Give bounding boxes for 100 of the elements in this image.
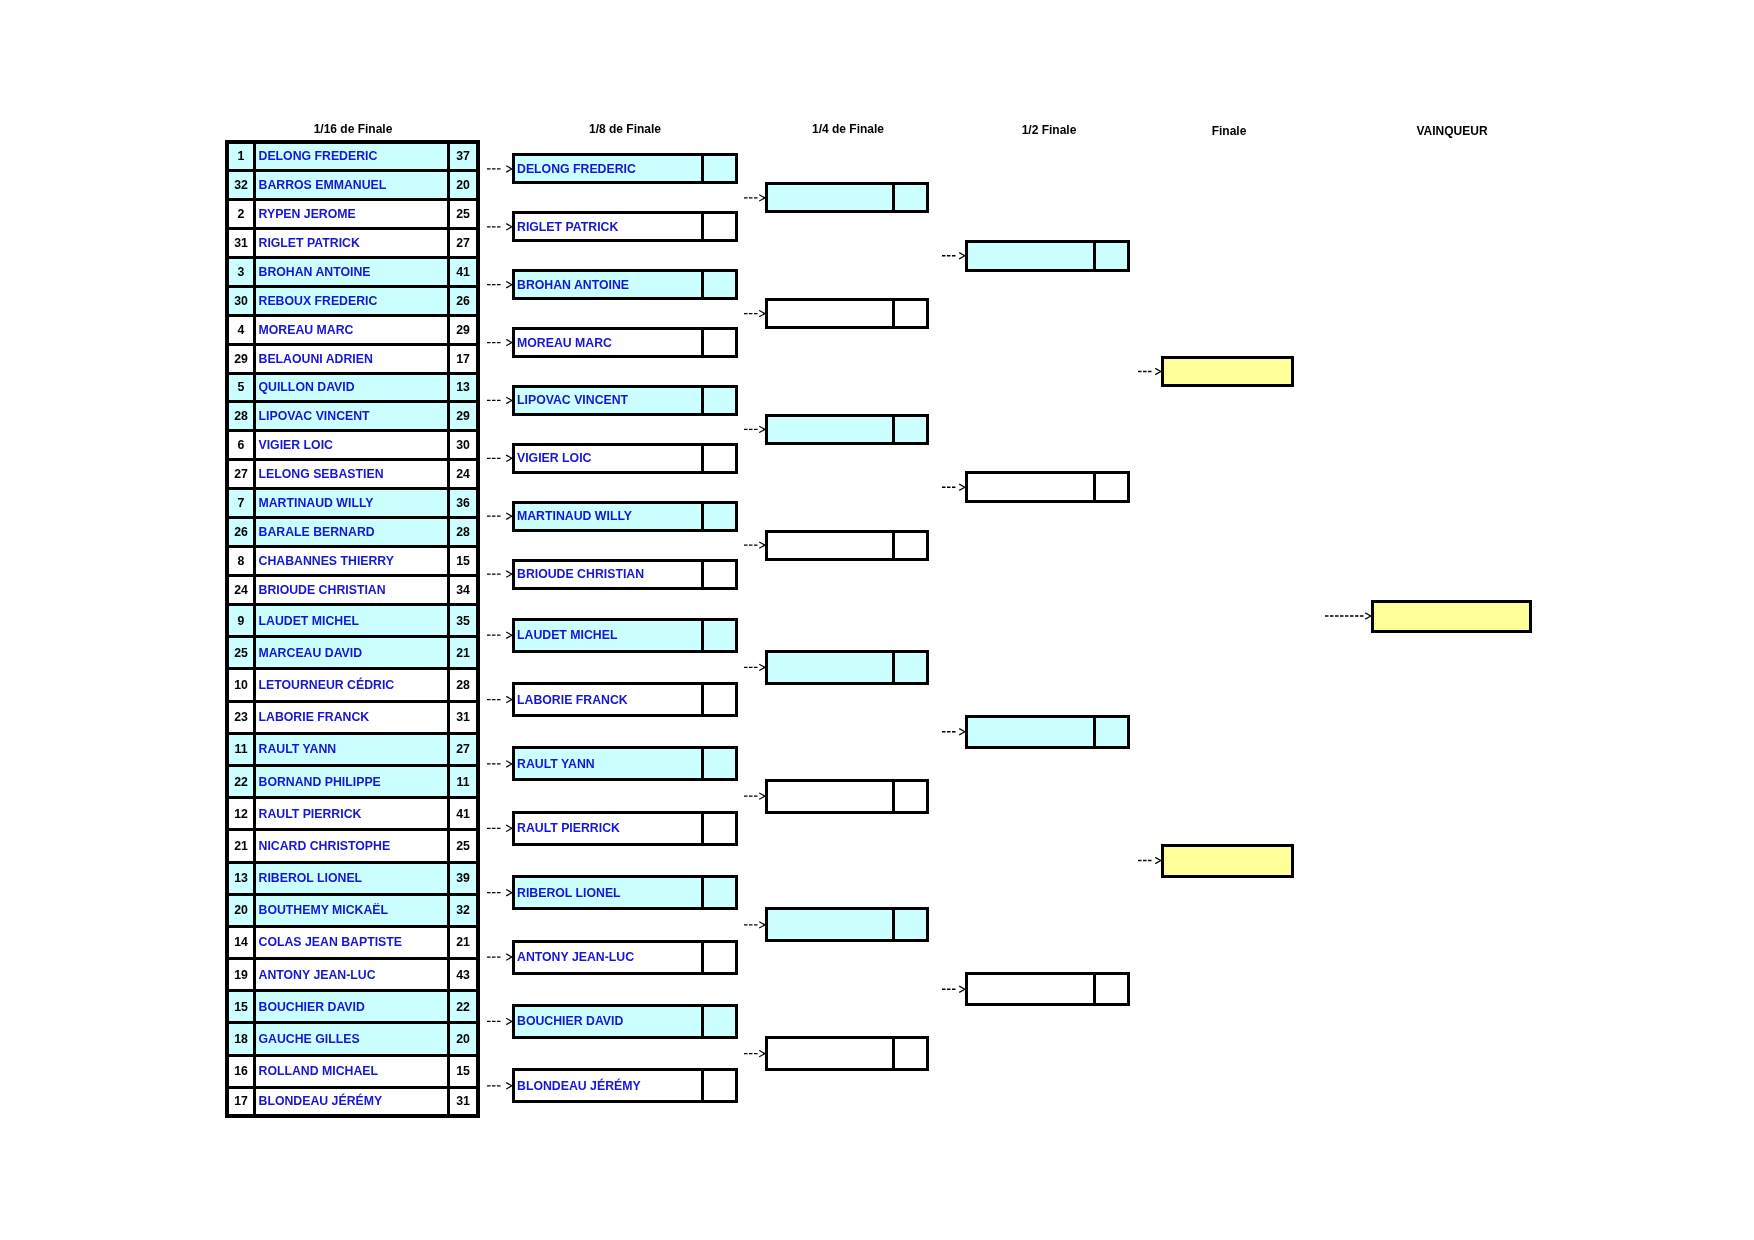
score-value: 32: [456, 904, 470, 917]
player-name: BORNAND PHILIPPE: [258, 775, 381, 788]
player-name: MARTINAUD WILLY: [517, 510, 632, 523]
seed-number: 22: [234, 775, 248, 788]
round-heading: VAINQUEUR: [1416, 125, 1488, 137]
seed-number: 12: [234, 807, 248, 820]
player-name: VIGIER LOIC: [517, 452, 592, 465]
player-name: RIGLET PATRICK: [258, 236, 360, 249]
player-row: [225, 731, 480, 764]
bracket-slot: [765, 1036, 929, 1072]
round-heading: 1/16 de Finale: [313, 123, 393, 135]
player-row: [225, 516, 480, 546]
player-row: [225, 313, 480, 343]
seed-number: 6: [237, 439, 245, 452]
score-value: 25: [456, 839, 470, 853]
final-slot: [1161, 356, 1294, 387]
arrow: [941, 251, 966, 260]
seed-number: 16: [234, 1065, 248, 1078]
player-row: [225, 574, 480, 603]
player-name: MOREAU MARC: [517, 336, 612, 349]
bracket-slot: [512, 269, 738, 301]
player-row: [225, 892, 480, 925]
seed-number: 27: [234, 468, 248, 481]
bracket-slot: [512, 810, 738, 846]
score-value: 28: [456, 678, 470, 692]
round-heading: 1/2 Finale: [1021, 124, 1077, 136]
player-name: RIBEROL LIONEL: [258, 871, 363, 885]
player-name: RIGLET PATRICK: [517, 220, 619, 233]
player-name: GAUCHE GILLES: [258, 1032, 360, 1046]
player-name: ANTONY JEAN-LUC: [517, 950, 635, 964]
score-value: 20: [456, 178, 470, 192]
seed-number: 4: [237, 323, 245, 336]
seed-number: 32: [234, 178, 248, 192]
score-value: 29: [456, 410, 470, 423]
score-value: 31: [456, 1095, 470, 1108]
player-row: [225, 924, 480, 958]
score-value: 11: [456, 775, 470, 788]
bracket-slot: [765, 298, 929, 330]
player-name: ANTONY JEAN-LUC: [258, 968, 376, 981]
bracket-slot: [765, 413, 929, 445]
player-row: [225, 255, 480, 285]
bracket-slot: [765, 907, 929, 943]
score-value: 20: [456, 1032, 470, 1046]
score-value: 41: [456, 265, 470, 278]
score-value: 29: [456, 323, 470, 336]
bracket-slot: [765, 649, 929, 685]
bracket-slot: [965, 714, 1130, 749]
player-name: RAULT PIERRICK: [258, 807, 362, 820]
player-row: [225, 342, 480, 372]
bracket-slot: [512, 682, 738, 718]
bracket-slot: [965, 471, 1130, 504]
score-value: 21: [456, 936, 470, 949]
bracket-slot: [512, 875, 738, 911]
player-row: [225, 226, 480, 256]
score-value: 28: [456, 526, 470, 539]
arrow: [1137, 856, 1162, 865]
score-value: 27: [456, 743, 470, 756]
score-value: 21: [456, 646, 470, 659]
seed-number: 1: [237, 150, 245, 163]
player-name: MARCEAU DAVID: [258, 646, 363, 659]
player-name: LABORIE FRANCK: [517, 693, 628, 706]
bracket-slot: [765, 778, 929, 814]
player-row: [225, 989, 480, 1022]
player-name: RAULT YANN: [258, 743, 337, 756]
bracket-slot: [512, 153, 738, 185]
player-name: BOUCHIER DAVID: [258, 1000, 365, 1013]
seed-number: 21: [234, 839, 248, 853]
player-row: [225, 1085, 480, 1118]
seed-number: 11: [234, 743, 248, 756]
player-row: [225, 371, 480, 401]
seed-number: 2: [237, 207, 245, 220]
player-row: [225, 284, 480, 314]
player-row: [225, 603, 480, 636]
player-name: RAULT YANN: [517, 757, 595, 771]
seed-number: 15: [234, 1000, 248, 1013]
bracket-slot: [512, 617, 738, 653]
seed-number: 7: [237, 497, 245, 510]
bracket-slot: [765, 182, 929, 214]
seed-number: 18: [234, 1032, 248, 1046]
player-row: [225, 429, 480, 459]
score-value: 17: [456, 352, 470, 365]
player-name: LABORIE FRANCK: [258, 711, 370, 724]
player-name: MARTINAUD WILLY: [258, 497, 374, 510]
bracket-slot: [512, 1003, 738, 1039]
player-name: MOREAU MARC: [258, 323, 354, 336]
score-value: 15: [456, 1065, 470, 1078]
player-name: BOUTHEMY MICKAËL: [258, 904, 389, 917]
score-value: 22: [456, 1000, 470, 1013]
score-value: 15: [456, 554, 470, 568]
player-name: CHABANNES THIERRY: [258, 554, 394, 568]
seed-number: 8: [237, 554, 245, 568]
player-row: [225, 140, 480, 169]
player-name: RAULT PIERRICK: [517, 822, 620, 835]
player-name: BOUCHIER DAVID: [517, 1015, 624, 1028]
player-row: [225, 487, 480, 517]
score-value: 13: [456, 381, 470, 394]
player-name: BELAOUNI ADRIEN: [258, 352, 373, 365]
player-row: [225, 635, 480, 668]
seed-number: 28: [234, 410, 248, 423]
arrow: [941, 483, 966, 492]
